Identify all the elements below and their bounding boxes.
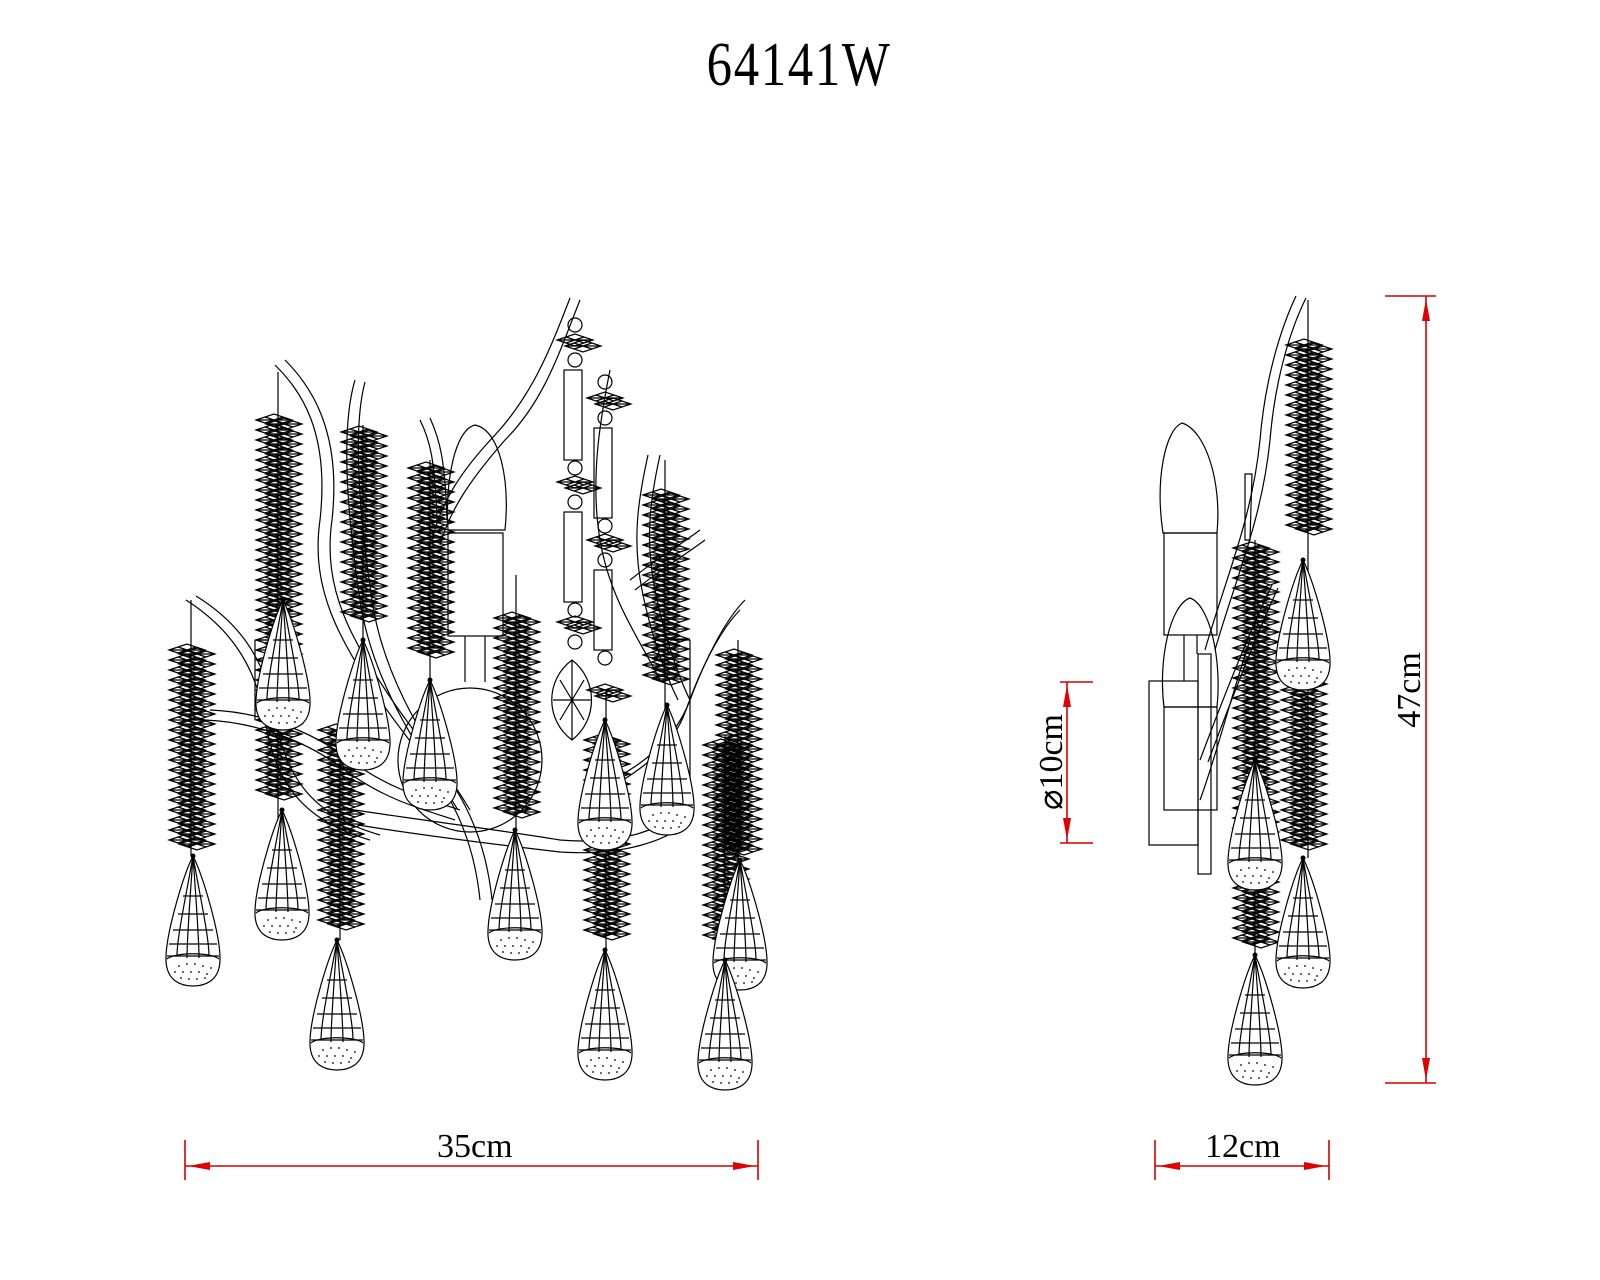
bead-chain-1 [556, 317, 602, 650]
backplate-circle [397, 687, 543, 833]
marquise-crystal [551, 659, 592, 741]
bead-chain-2 [586, 374, 632, 703]
depth-dimension-label: 12cm [1205, 1128, 1281, 1165]
dimension-depth-12cm [1154, 1140, 1330, 1180]
front-view [165, 297, 768, 1091]
candle-lower [1161, 597, 1219, 811]
width-dimension-label: 35cm [437, 1128, 513, 1165]
dimension-diameter-10cm [1060, 681, 1093, 844]
candle-left [446, 424, 507, 682]
height-dimension-label: 47cm [1390, 652, 1428, 728]
vertical-rod [1197, 653, 1212, 875]
model-number-title: 64141W [706, 31, 892, 99]
wall-backplate [1148, 680, 1199, 846]
crystal-strands-front [169, 372, 762, 960]
dimension-width-35cm [184, 1140, 759, 1180]
side-view [1148, 295, 1332, 1086]
dimension-height-47cm [1385, 295, 1436, 1084]
diameter-dimension-label: ⌀10cm [1033, 713, 1071, 811]
candle-upper [1159, 422, 1219, 681]
